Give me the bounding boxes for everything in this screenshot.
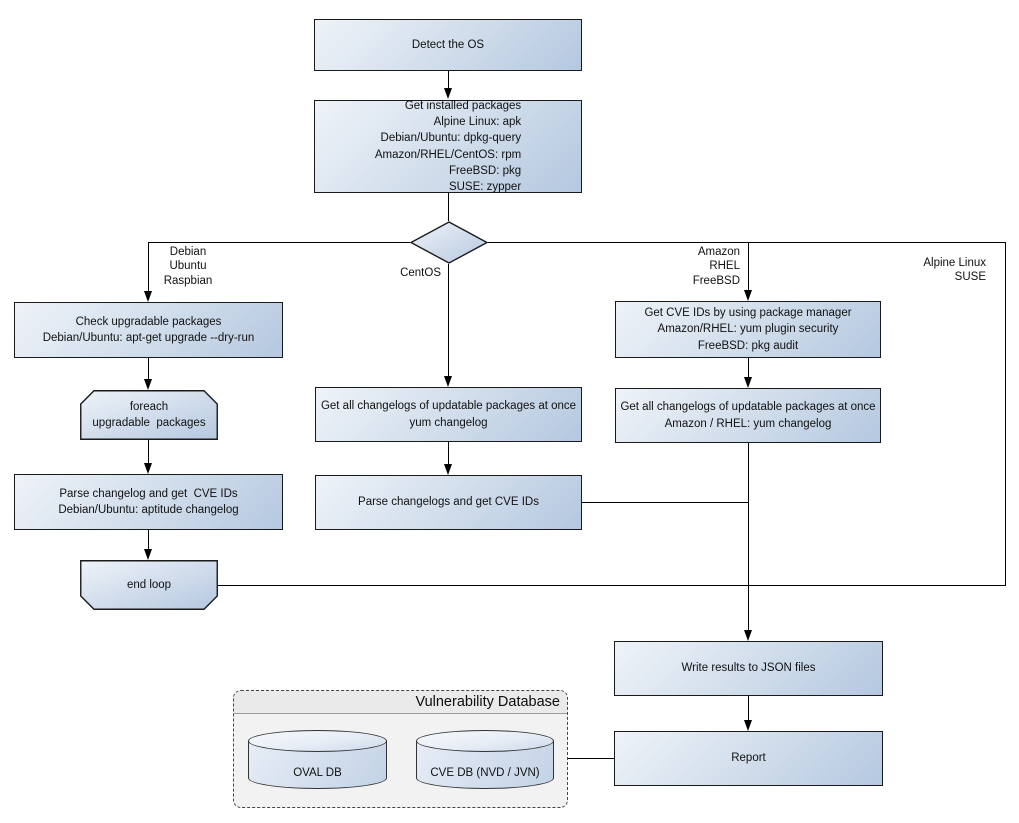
os-decision-diamond <box>409 221 489 264</box>
node-label: Write results to JSON files <box>681 662 816 675</box>
connector-alpine-branch <box>1005 242 1006 586</box>
connector-write-to-report <box>748 696 749 721</box>
branch-label-debian: Debian Ubuntu Raspbian <box>163 246 213 287</box>
node-write-results: Write results to JSON files <box>614 641 883 696</box>
connector-parse-mid-join <box>582 502 748 503</box>
cve-db-cylinder: CVE DB (NVD / JVN) <box>416 730 554 789</box>
connector-centos-branch <box>448 264 449 377</box>
connector-installed-to-decision <box>448 192 449 221</box>
cylinder-top <box>416 730 554 752</box>
connector-right-to-write <box>748 443 749 631</box>
node-label: Get CVE IDs by using package manager Ama… <box>644 307 852 352</box>
node-detect-os: Detect the OS <box>314 19 582 71</box>
arrowhead-icon <box>144 291 152 302</box>
node-get-cve-ids-pkg-mgr: Get CVE IDs by using package manager Ama… <box>615 301 881 358</box>
connector-decision-left <box>148 242 410 243</box>
node-label: Check upgradable packages Debian/Ubuntu:… <box>42 315 255 344</box>
node-parse-changelogs-centos: Parse changelogs and get CVE IDs <box>315 475 582 530</box>
branch-label-centos: CentOS <box>400 267 441 279</box>
node-check-upgradable: Check upgradable packages Debian/Ubuntu:… <box>14 302 283 358</box>
connector-cveids-to-changelogs <box>748 358 749 378</box>
node-foreach-loop: foreach upgradable packages <box>80 390 218 440</box>
cylinder-top <box>248 730 387 752</box>
diamond-shape <box>409 221 489 264</box>
node-parse-changelog-deb: Parse changelog and get CVE IDs Debian/U… <box>14 474 283 530</box>
arrowhead-icon <box>744 290 752 301</box>
connector-decision-right <box>488 242 1006 243</box>
arrowhead-icon <box>744 630 752 641</box>
connector-changelogs-to-parse-mid <box>448 442 449 465</box>
node-label: Get all changelogs of updatable packages… <box>320 400 577 429</box>
node-label: Parse changelog and get CVE IDs Debian/U… <box>58 487 239 516</box>
node-label: Get installed packages Alpine Linux: apk… <box>374 99 522 194</box>
node-get-changelogs-centos: Get all changelogs of updatable packages… <box>315 387 582 442</box>
node-label: Detect the OS <box>411 38 485 51</box>
node-label: foreach upgradable packages <box>92 400 206 429</box>
connector-amazon-branch <box>748 242 749 291</box>
vulnerability-database-title: Vulnerability Database <box>234 691 567 714</box>
cve-db-label: CVE DB (NVD / JVN) <box>430 766 540 779</box>
connector-detect-to-installed <box>448 71 449 89</box>
branch-label-amazon: Amazon RHEL FreeBSD <box>692 246 740 287</box>
oval-db-cylinder: OVAL DB <box>248 730 387 789</box>
connector-foreach-to-parse <box>148 440 149 464</box>
loop-end-shape <box>80 560 218 610</box>
connector-db-to-report <box>568 758 614 759</box>
branch-label-alpine: Alpine Linux SUSE <box>923 257 986 284</box>
connector-parse-to-endloop <box>148 530 149 550</box>
connector-endloop-join <box>218 585 1006 586</box>
node-end-loop: end loop <box>80 560 218 610</box>
connector-left-branch <box>148 242 149 292</box>
arrowhead-icon <box>144 463 152 474</box>
node-report: Report <box>614 731 883 786</box>
node-get-changelogs-amazon: Get all changelogs of updatable packages… <box>615 388 881 443</box>
arrowhead-icon <box>144 379 152 390</box>
node-label: Parse changelogs and get CVE IDs <box>358 496 539 509</box>
arrowhead-icon <box>444 464 452 475</box>
arrowhead-icon <box>744 377 752 388</box>
arrowhead-icon <box>144 549 152 560</box>
node-label: Get all changelogs of updatable packages… <box>620 401 876 430</box>
arrowhead-icon <box>744 720 752 731</box>
connector-check-to-foreach <box>148 358 149 380</box>
loop-start-shape <box>80 390 218 440</box>
arrowhead-icon <box>444 376 452 387</box>
node-label: end loop <box>126 578 172 591</box>
arrowhead-icon <box>444 88 452 99</box>
oval-db-label: OVAL DB <box>293 766 342 779</box>
node-label: Report <box>731 752 766 765</box>
node-get-installed-packages: Get installed packages Alpine Linux: apk… <box>314 100 582 193</box>
